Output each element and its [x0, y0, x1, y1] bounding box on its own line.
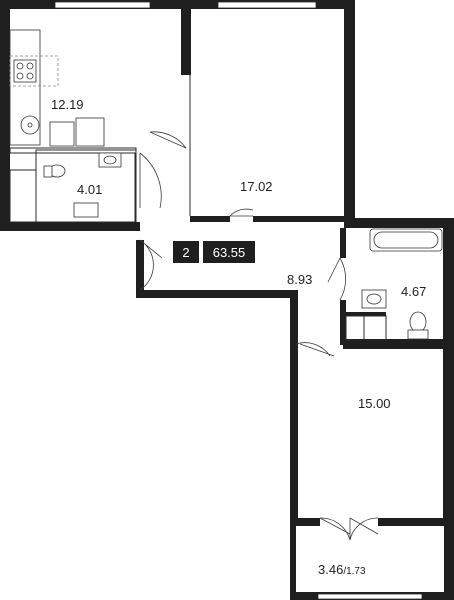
- balcony-area-reduced: /1.73: [343, 566, 366, 577]
- bedroom-area: 15.00: [358, 396, 391, 411]
- windows: [54, 1, 423, 600]
- total-area-badge: 63.55: [203, 241, 255, 263]
- bathroom-fixtures: [345, 228, 443, 341]
- kitchen-fixtures: [9, 29, 105, 147]
- kitchen-area: 12.19: [51, 97, 84, 112]
- small-bathroom-area: 4.01: [77, 182, 103, 197]
- living-room-area: 17.02: [240, 179, 273, 194]
- hallway-area: 8.93: [287, 272, 313, 287]
- room-count-badge: 2: [173, 241, 199, 263]
- balcony-area-full: 3.46: [318, 562, 344, 577]
- balcony-area: 3.46/1.73: [318, 562, 366, 577]
- small-bathroom-fixtures: [43, 152, 122, 218]
- doors: [139, 131, 379, 541]
- partitions: [9, 75, 191, 223]
- bathroom-area: 4.67: [401, 284, 427, 299]
